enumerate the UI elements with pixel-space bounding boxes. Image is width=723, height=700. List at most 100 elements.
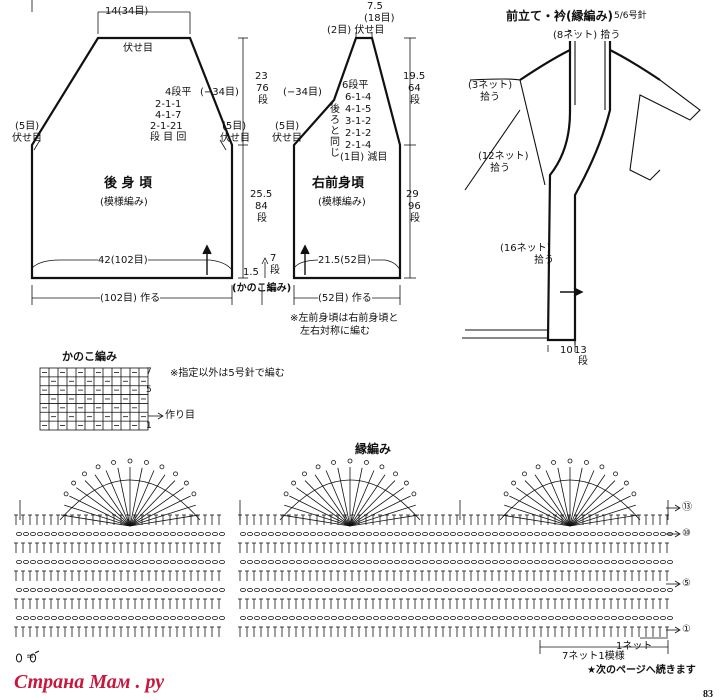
fan-stitch [569, 514, 639, 527]
picot [551, 460, 556, 465]
back-direction-arrow [202, 244, 212, 275]
collar-needle: 5/6号針 [614, 11, 647, 21]
picot [631, 491, 637, 497]
stitch-chain [128, 532, 134, 537]
edging-net: 1ネット [616, 641, 653, 652]
stitch-chain [345, 616, 351, 621]
stitch-chain [450, 560, 456, 565]
stitch-chain [373, 616, 379, 621]
stitch-chain [548, 588, 554, 593]
stitch-chain [58, 560, 64, 565]
stitch-chain [275, 588, 281, 593]
back-dec-3: 4-1-7 [155, 110, 182, 121]
stitch-chain [576, 616, 582, 621]
stitch-chain [121, 532, 127, 537]
fan-stitch [61, 514, 131, 527]
stitch-chain [373, 588, 379, 593]
stitch-chain [198, 588, 204, 593]
stitch-chain [317, 560, 323, 565]
front-armhole-3: 段 [410, 95, 420, 106]
fan-stitch [129, 467, 143, 527]
stitch-chain [247, 560, 253, 565]
stitch-chain [303, 532, 309, 537]
stitch-chain [268, 588, 274, 593]
stitch-chain [212, 588, 218, 593]
stitch-chain [240, 560, 246, 565]
stitch-chain [583, 532, 589, 537]
stitch-chain [142, 560, 148, 565]
front-dec-5: 2-1-2 [345, 128, 372, 139]
stitch-chain [170, 616, 176, 621]
stitch-chain [653, 532, 659, 537]
stitch-chain [436, 588, 442, 593]
fan-stitch [129, 480, 176, 527]
stitch-chain [198, 560, 204, 565]
stitch-chain [534, 560, 540, 565]
picot [159, 464, 165, 470]
stitch-chain [429, 616, 435, 621]
back-pattern: (模様編み) [100, 197, 148, 208]
chain-symbol-icon [15, 650, 40, 663]
row-arrow-head [674, 580, 681, 588]
stitch-chain [303, 560, 309, 565]
back-side-sts: (−34目) [200, 87, 239, 98]
stitch-chain [324, 532, 330, 537]
stitch-chain [107, 616, 113, 621]
stitch-chain [212, 560, 218, 565]
stitch-chain [527, 560, 533, 565]
stitch-chain [156, 532, 162, 537]
picot [95, 464, 101, 470]
stitch-chain [142, 616, 148, 621]
stitch-chain [296, 588, 302, 593]
stitch-chain [415, 560, 421, 565]
stitch-chain [653, 588, 659, 593]
fan-stitch [569, 470, 595, 527]
back-armhole-2: 76 [256, 83, 269, 94]
hem-rows-2: 段 [270, 265, 280, 276]
watermark-logo: Страна Мам . ру [14, 671, 165, 693]
back-body-1: 25.5 [250, 189, 273, 200]
back-left-edge-2: 伏せ目 [12, 133, 42, 144]
stitch-chain [520, 532, 526, 537]
fan-stitch [314, 474, 351, 527]
stitch-chain [331, 616, 337, 621]
stitch-chain [44, 532, 50, 537]
stitch-chain [86, 588, 92, 593]
stitch-chain [464, 560, 470, 565]
stitch-chain [72, 560, 78, 565]
stitch-chain [667, 560, 673, 565]
front-dec-note-3: と [330, 126, 340, 137]
stitch-chain [534, 588, 540, 593]
stitch-chain [506, 616, 512, 621]
stitch-chain [639, 532, 645, 537]
stitch-chain [16, 588, 22, 593]
stitch-chain [359, 560, 365, 565]
picot [522, 471, 527, 477]
edging-title: 縁編み [355, 442, 392, 456]
back-right-edge-2: 伏せ目 [220, 133, 250, 144]
stitch-chain [576, 532, 582, 537]
fan-stitch [337, 467, 351, 527]
stitch-chain [667, 616, 673, 621]
fan-stitch [504, 504, 571, 527]
stitch-chain [177, 588, 183, 593]
stitch-chain [555, 560, 561, 565]
front-cast-on: (52目) 作る [318, 293, 372, 304]
picot [364, 460, 369, 465]
stitch-chain [121, 560, 127, 565]
picot [173, 471, 178, 477]
stitch-chain [422, 616, 428, 621]
stitch-chain [65, 560, 71, 565]
stitch-chain [625, 616, 631, 621]
stitch-chain [387, 560, 393, 565]
stitch-chain [359, 616, 365, 621]
note-left-front-1: ※左前身頃は右前身頃と [290, 313, 399, 324]
stitch-chain [247, 532, 253, 537]
fan-stitch [94, 474, 131, 527]
collar-title: 前立て・衿(縁編み) [506, 9, 613, 23]
fan-arc [499, 479, 641, 521]
stitch-chain [37, 532, 43, 537]
stitch-chain [471, 532, 477, 537]
stitch-chain [86, 560, 92, 565]
stitch-chain [219, 616, 225, 621]
